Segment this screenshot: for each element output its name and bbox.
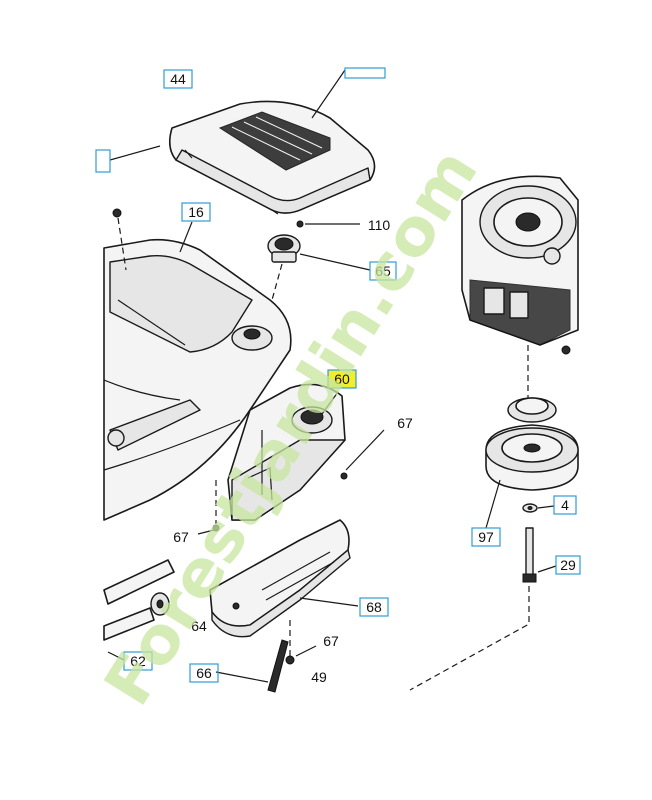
grommet-64-part [150, 592, 170, 616]
callout-number: 62 [130, 653, 146, 669]
callout-62: 62 [123, 651, 153, 671]
callout-number: 44 [170, 71, 186, 87]
screw-top-left [112, 208, 122, 218]
bolt-29-part [522, 527, 537, 583]
guard-plate-68-part [209, 519, 351, 638]
callout-box [359, 597, 389, 617]
leader-16 [179, 221, 193, 253]
callout-49: 49 [311, 669, 327, 685]
screw-67-right [340, 472, 348, 480]
callout-box [163, 69, 193, 89]
screw-67-left [212, 524, 220, 532]
pulley-97-part [485, 397, 579, 491]
callout-box [553, 495, 577, 515]
leader-screw-left [109, 145, 161, 161]
callout-box-left-edge [95, 149, 111, 173]
dash-65 [271, 263, 283, 301]
callout-number: 97 [478, 529, 494, 545]
leader-66 [215, 671, 269, 683]
callout-29: 29 [555, 555, 581, 575]
callout-64: 64 [191, 618, 207, 634]
callout-67c: 67 [323, 633, 339, 649]
housing-frame-part [103, 238, 292, 521]
callout-number: 110 [368, 217, 391, 233]
callout-box [471, 527, 501, 547]
callout-number: 29 [560, 557, 576, 573]
callout-number: 68 [366, 599, 382, 615]
leader-44-cover [311, 69, 346, 119]
bolt-engine [561, 345, 571, 355]
rod-66-part [267, 639, 289, 693]
callout-number: 16 [188, 204, 204, 220]
callout-number: 49 [311, 669, 327, 685]
callout-box [123, 651, 153, 671]
callout-97: 97 [471, 527, 501, 547]
leader-62 [107, 651, 125, 661]
engine-part [461, 175, 579, 346]
callout-67b: 67 [173, 529, 189, 545]
callout-67a: 67 [397, 415, 413, 431]
callout-16: 16 [181, 202, 211, 222]
callout-number: 67 [323, 633, 339, 649]
callout-number: 60 [334, 371, 350, 387]
dash-pulley-axis [409, 586, 530, 691]
leader-97 [485, 479, 501, 529]
callout-44: 44 [163, 69, 193, 89]
callout-box [181, 202, 211, 222]
leader-65 [299, 253, 371, 271]
callout-4: 4 [553, 495, 577, 515]
callout-60: 60 [327, 369, 357, 389]
screw-67-bottom [285, 655, 295, 665]
leader-4 [537, 505, 555, 509]
callout-66: 66 [189, 663, 219, 683]
hose-62-part [103, 559, 175, 641]
callout-box [555, 555, 581, 575]
callout-number: 66 [196, 665, 212, 681]
callout-box [189, 663, 219, 683]
leader-29 [537, 565, 557, 573]
callout-box [369, 261, 397, 281]
callout-box-top-right [344, 67, 386, 79]
callout-65: 65 [369, 261, 397, 281]
callout-number: 67 [173, 529, 189, 545]
callout-number: 4 [561, 497, 569, 513]
callout-110: 110 [368, 217, 391, 233]
callout-number: 64 [191, 618, 207, 634]
callout-box [327, 369, 357, 389]
dash-screw-left [117, 217, 127, 271]
top-cover-part [168, 100, 376, 215]
leader-67-right [345, 429, 385, 471]
leader-68 [299, 597, 359, 607]
callout-68: 68 [359, 597, 389, 617]
washer-4-part [522, 503, 538, 513]
tank-assembly-60-part [227, 383, 346, 521]
leader-60 [321, 391, 339, 415]
callout-number: 67 [397, 415, 413, 431]
cap-65-part [267, 234, 301, 263]
screw-110 [296, 220, 304, 228]
callout-number: 65 [375, 263, 391, 279]
leader-67-bottom [295, 645, 317, 657]
leader-67-left [197, 529, 215, 535]
